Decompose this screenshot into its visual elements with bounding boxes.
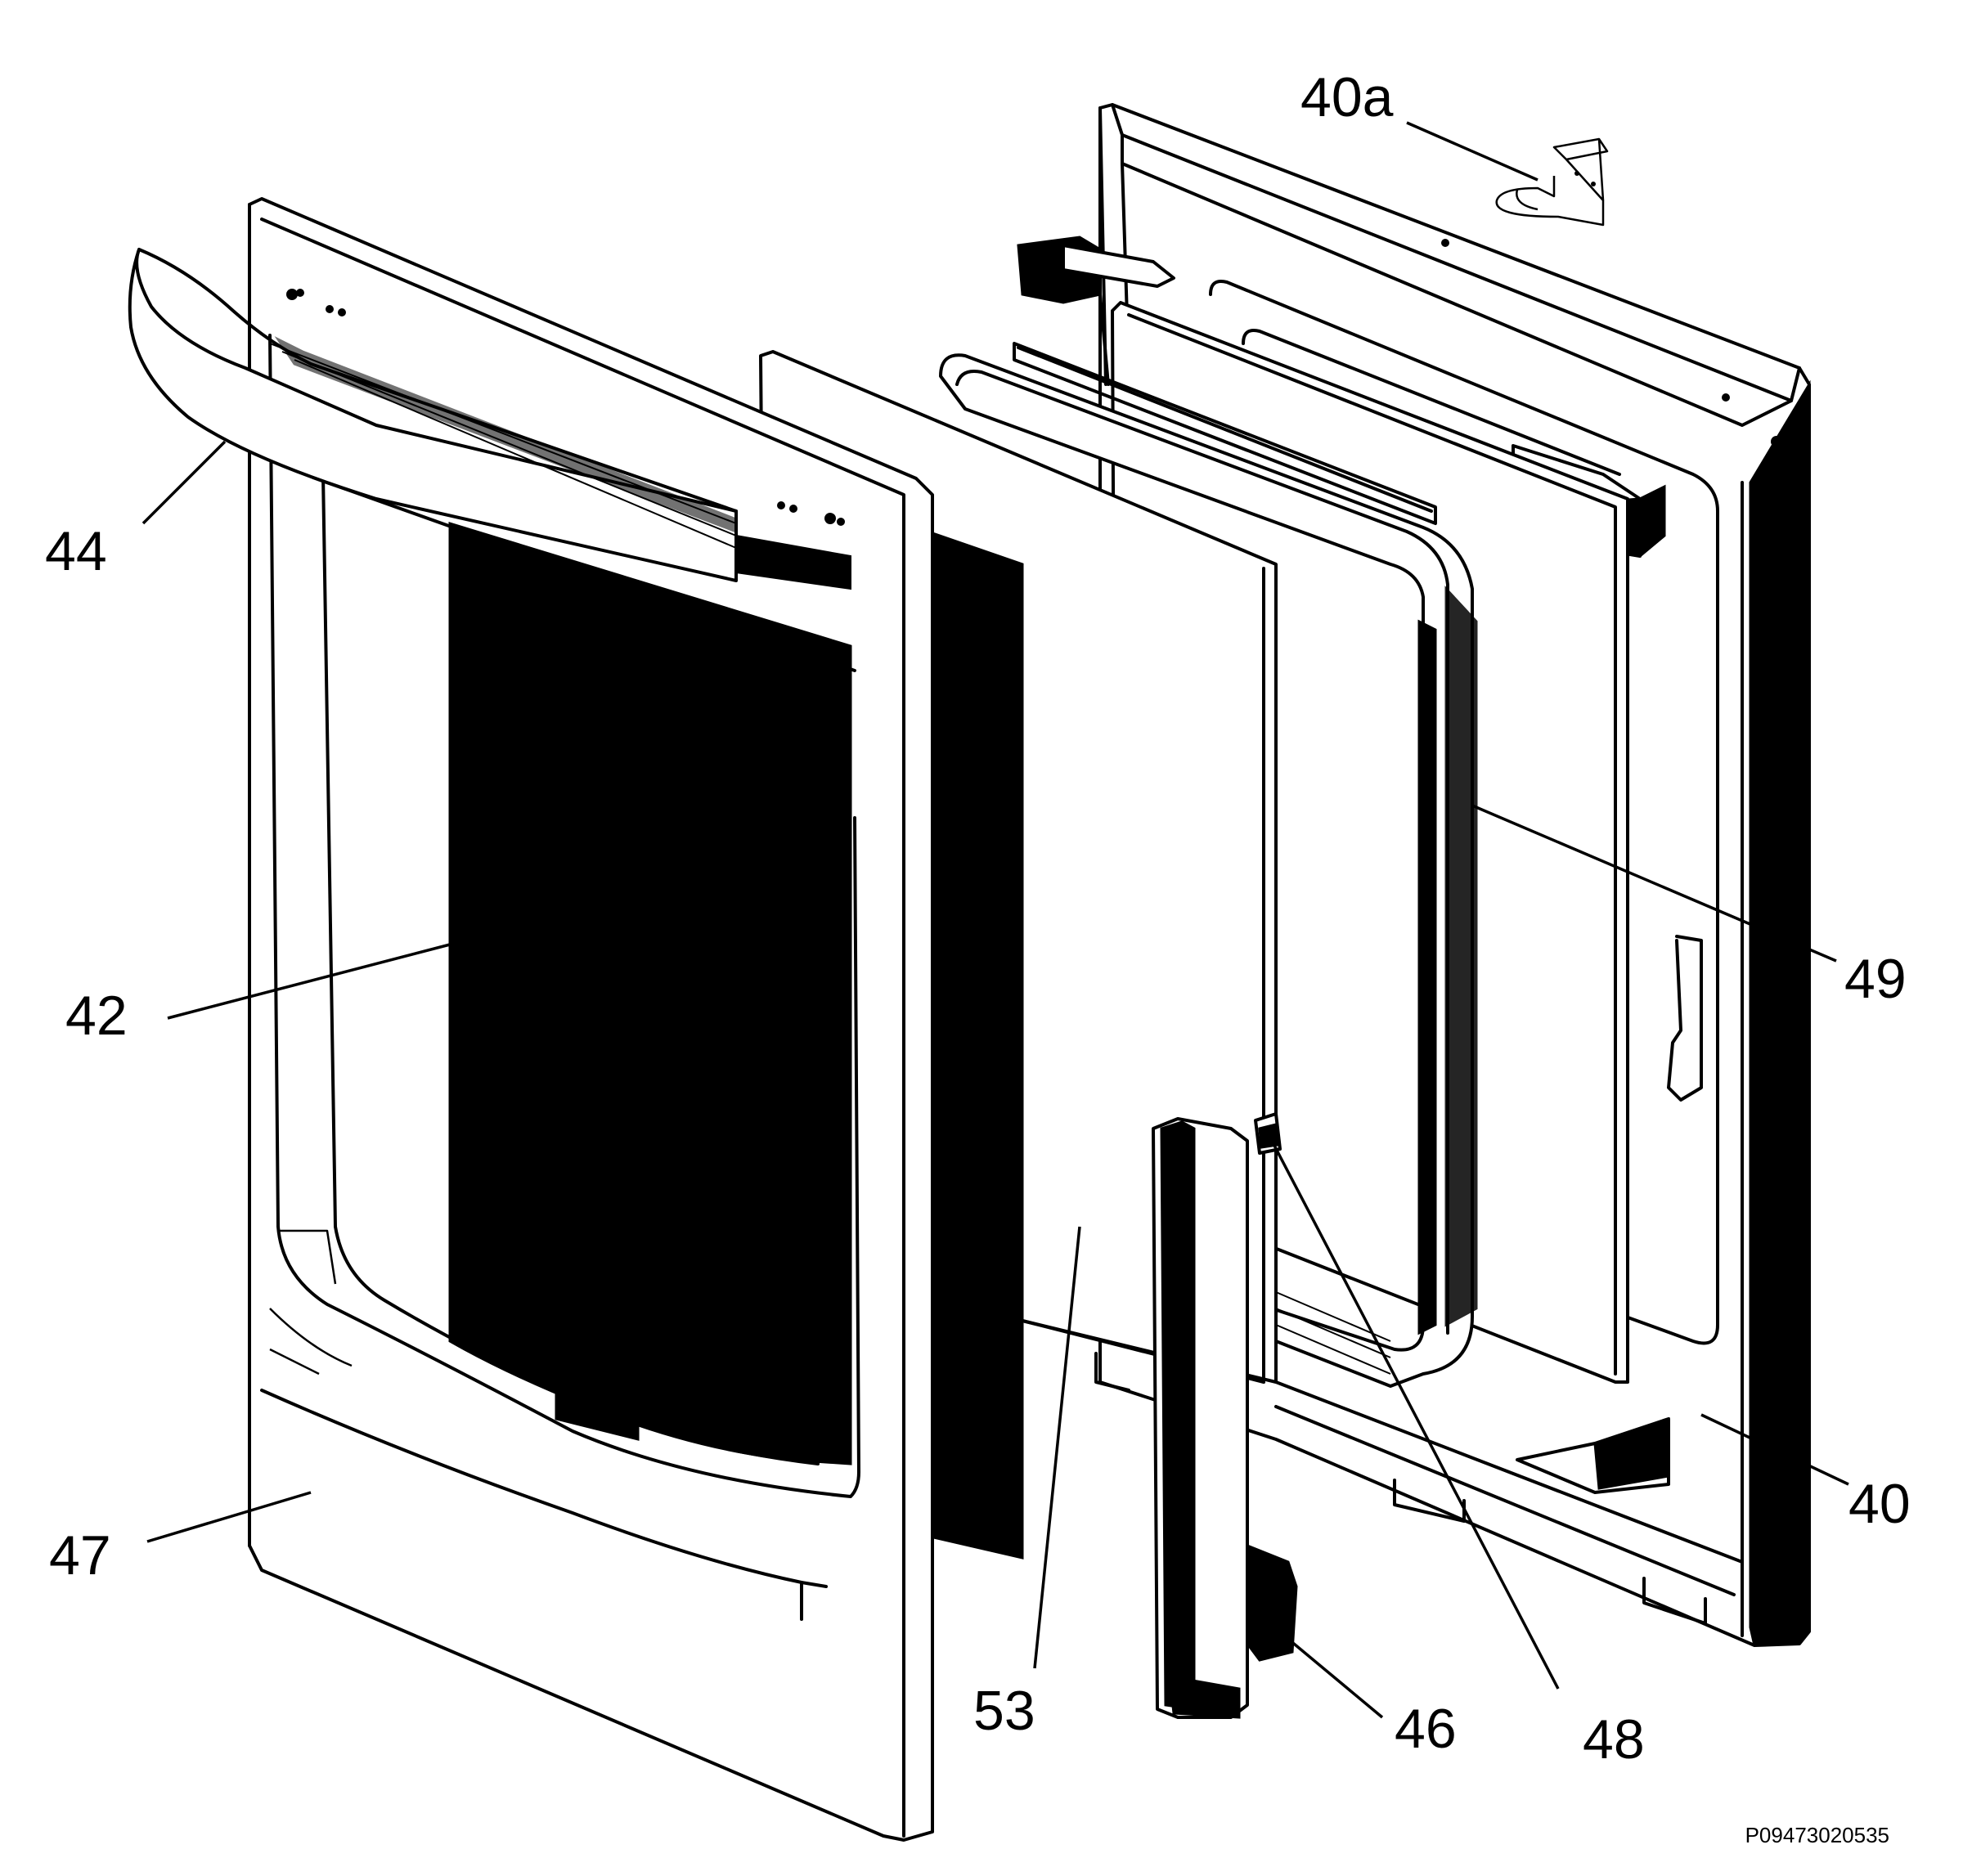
part-label-40a: 40a <box>1300 66 1394 128</box>
leader-46 <box>1282 1634 1384 1719</box>
part-label-48: 48 <box>1583 1708 1645 1771</box>
part-label-47: 47 <box>49 1524 111 1587</box>
leader-49 <box>1471 804 1837 963</box>
leader-48 <box>1270 1140 1560 1690</box>
leader-40 <box>1700 1413 1849 1486</box>
part-label-46: 46 <box>1395 1698 1457 1760</box>
door-handle <box>128 248 851 590</box>
hinge-bracket-top <box>1495 137 1609 227</box>
door-side-profile <box>1152 1117 1298 1719</box>
door-front-panel <box>248 197 934 1842</box>
hinge-bracket-left <box>1017 236 1175 386</box>
leader-53 <box>1033 1226 1081 1669</box>
leader-47 <box>146 1491 312 1543</box>
part-label-49: 49 <box>1844 948 1907 1010</box>
leader-40a <box>1406 121 1539 182</box>
part-label-53: 53 <box>973 1680 1035 1742</box>
leader-44 <box>141 440 227 525</box>
leader-42 <box>167 943 451 1020</box>
part-label-44: 44 <box>45 520 107 582</box>
door-gasket <box>939 342 1478 1388</box>
reference-code: P09473020535 <box>1745 1823 1889 1847</box>
part-label-42: 42 <box>65 985 128 1047</box>
part-label-40: 40 <box>1848 1473 1911 1535</box>
